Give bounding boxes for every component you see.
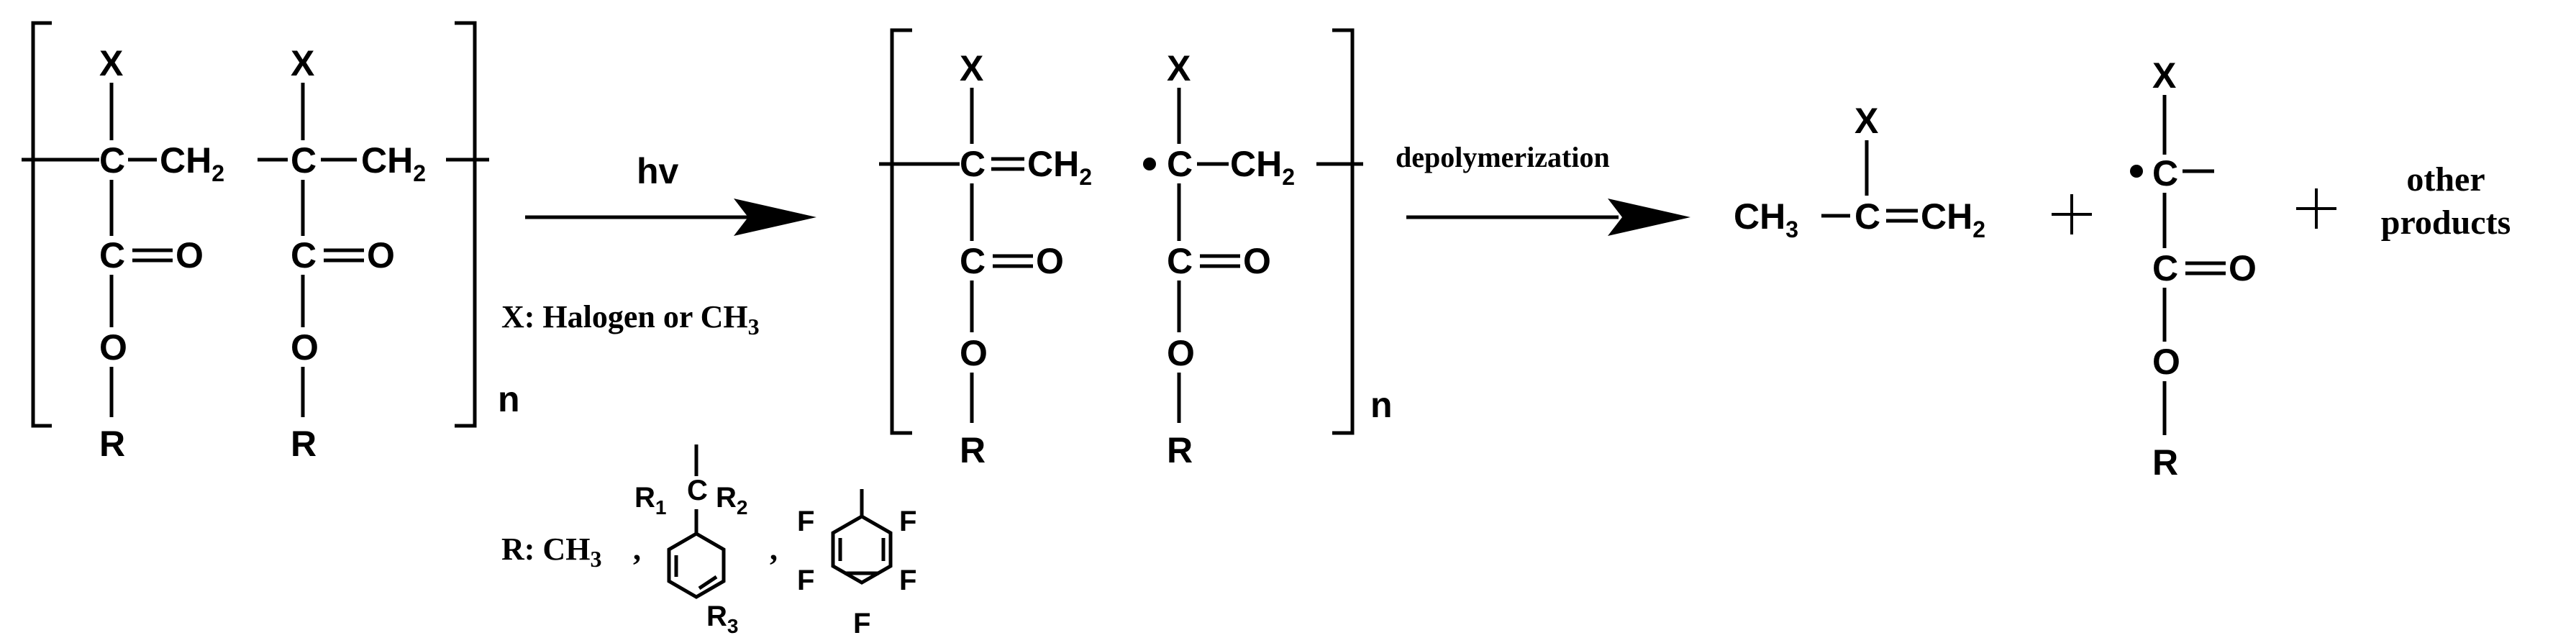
- atom-c: C: [291, 235, 317, 275]
- other-products-line2: products: [2381, 204, 2511, 242]
- ch2-group: CH2: [361, 140, 426, 186]
- right-bracket: [1332, 28, 1355, 435]
- atom-c: C: [687, 475, 708, 506]
- depolymerization-arrow: depolymerization: [1396, 141, 1690, 236]
- arrowhead: [734, 199, 816, 236]
- atom-o: O: [2229, 248, 2257, 288]
- left-bracket: [890, 28, 912, 435]
- atom-x: X: [1854, 101, 1878, 141]
- atom-c: C: [99, 235, 125, 275]
- atom-r: R: [2152, 442, 2178, 483]
- atom-o: O: [1243, 241, 1271, 281]
- atom-f: F: [899, 506, 916, 537]
- ch2-group: CH2: [1921, 196, 1985, 242]
- atom-f: F: [797, 506, 814, 537]
- atom-f: F: [797, 565, 814, 596]
- repeat-subscript-n: n: [1370, 385, 1393, 425]
- arrowhead: [1608, 199, 1690, 236]
- atom-o: O: [367, 235, 395, 275]
- phenyl-ring: [667, 532, 726, 599]
- atom-c: C: [960, 144, 986, 184]
- atom-r: R: [1167, 430, 1193, 470]
- pentafluorophenyl-ring: [831, 514, 893, 585]
- comma: ,: [770, 532, 778, 567]
- atom-c: C: [960, 241, 986, 281]
- left-bracket: [31, 21, 52, 428]
- atom-o: O: [176, 235, 204, 275]
- x-legend: X: Halogen or CH3: [501, 299, 760, 339]
- ch2-group: CH2: [160, 140, 224, 186]
- hv-arrow: hv: [525, 151, 816, 236]
- photolyzed-polymer: n X C CH2 C O O R X C CH2 C O O R: [879, 28, 1393, 470]
- plus-sign: [2296, 188, 2336, 229]
- atom-x: X: [2152, 55, 2176, 96]
- atom-r2: R2: [716, 482, 747, 519]
- monomer-product: X CH3 C CH2: [1734, 101, 1985, 242]
- atom-r1: R1: [634, 482, 666, 519]
- atom-c: C: [1854, 196, 1880, 237]
- atom-x: X: [291, 43, 314, 83]
- atom-o: O: [2152, 342, 2180, 382]
- depolymerization-label: depolymerization: [1396, 141, 1610, 173]
- atom-r: R: [99, 424, 125, 464]
- atom-f: F: [853, 608, 870, 639]
- radical-fragment: X C C O O R: [2130, 55, 2257, 483]
- repeat-subscript-n: n: [498, 379, 520, 419]
- starting-polymer: n X C C O O R CH2 X C C O O R CH2: [22, 21, 520, 464]
- atom-o: O: [960, 333, 988, 373]
- atom-x: X: [960, 48, 983, 88]
- comma: ,: [633, 532, 641, 567]
- r-legend: R: CH3: [501, 532, 601, 572]
- atom-o: O: [1167, 333, 1195, 373]
- other-products-line1: other: [2406, 160, 2485, 199]
- right-bracket: [455, 21, 477, 428]
- atom-x: X: [1167, 48, 1191, 88]
- atom-f: F: [899, 565, 916, 596]
- atom-o: O: [1036, 241, 1064, 281]
- radical-dot: [1143, 158, 1156, 170]
- atom-r: R: [291, 424, 317, 464]
- atom-c: C: [99, 140, 125, 181]
- atom-x: X: [99, 43, 123, 83]
- atom-r3: R3: [706, 601, 738, 637]
- ch2-group: CH2: [1230, 144, 1295, 190]
- atom-c: C: [1167, 144, 1193, 184]
- ch3-group: CH3: [1734, 196, 1798, 242]
- atom-c: C: [1167, 241, 1193, 281]
- atom-c: C: [2152, 248, 2178, 288]
- r-group-legend: R: CH3 , R1 C R2 R3 , F F F F F: [501, 444, 916, 639]
- ch2-group: CH2: [1027, 144, 1092, 190]
- plus-sign: [2052, 194, 2092, 234]
- atom-r: R: [960, 430, 986, 470]
- atom-o: O: [291, 327, 319, 368]
- atom-c: C: [2152, 153, 2178, 193]
- hv-label: hv: [637, 151, 679, 191]
- atom-c: C: [291, 140, 317, 181]
- atom-o: O: [99, 327, 127, 368]
- radical-dot: [2130, 165, 2143, 178]
